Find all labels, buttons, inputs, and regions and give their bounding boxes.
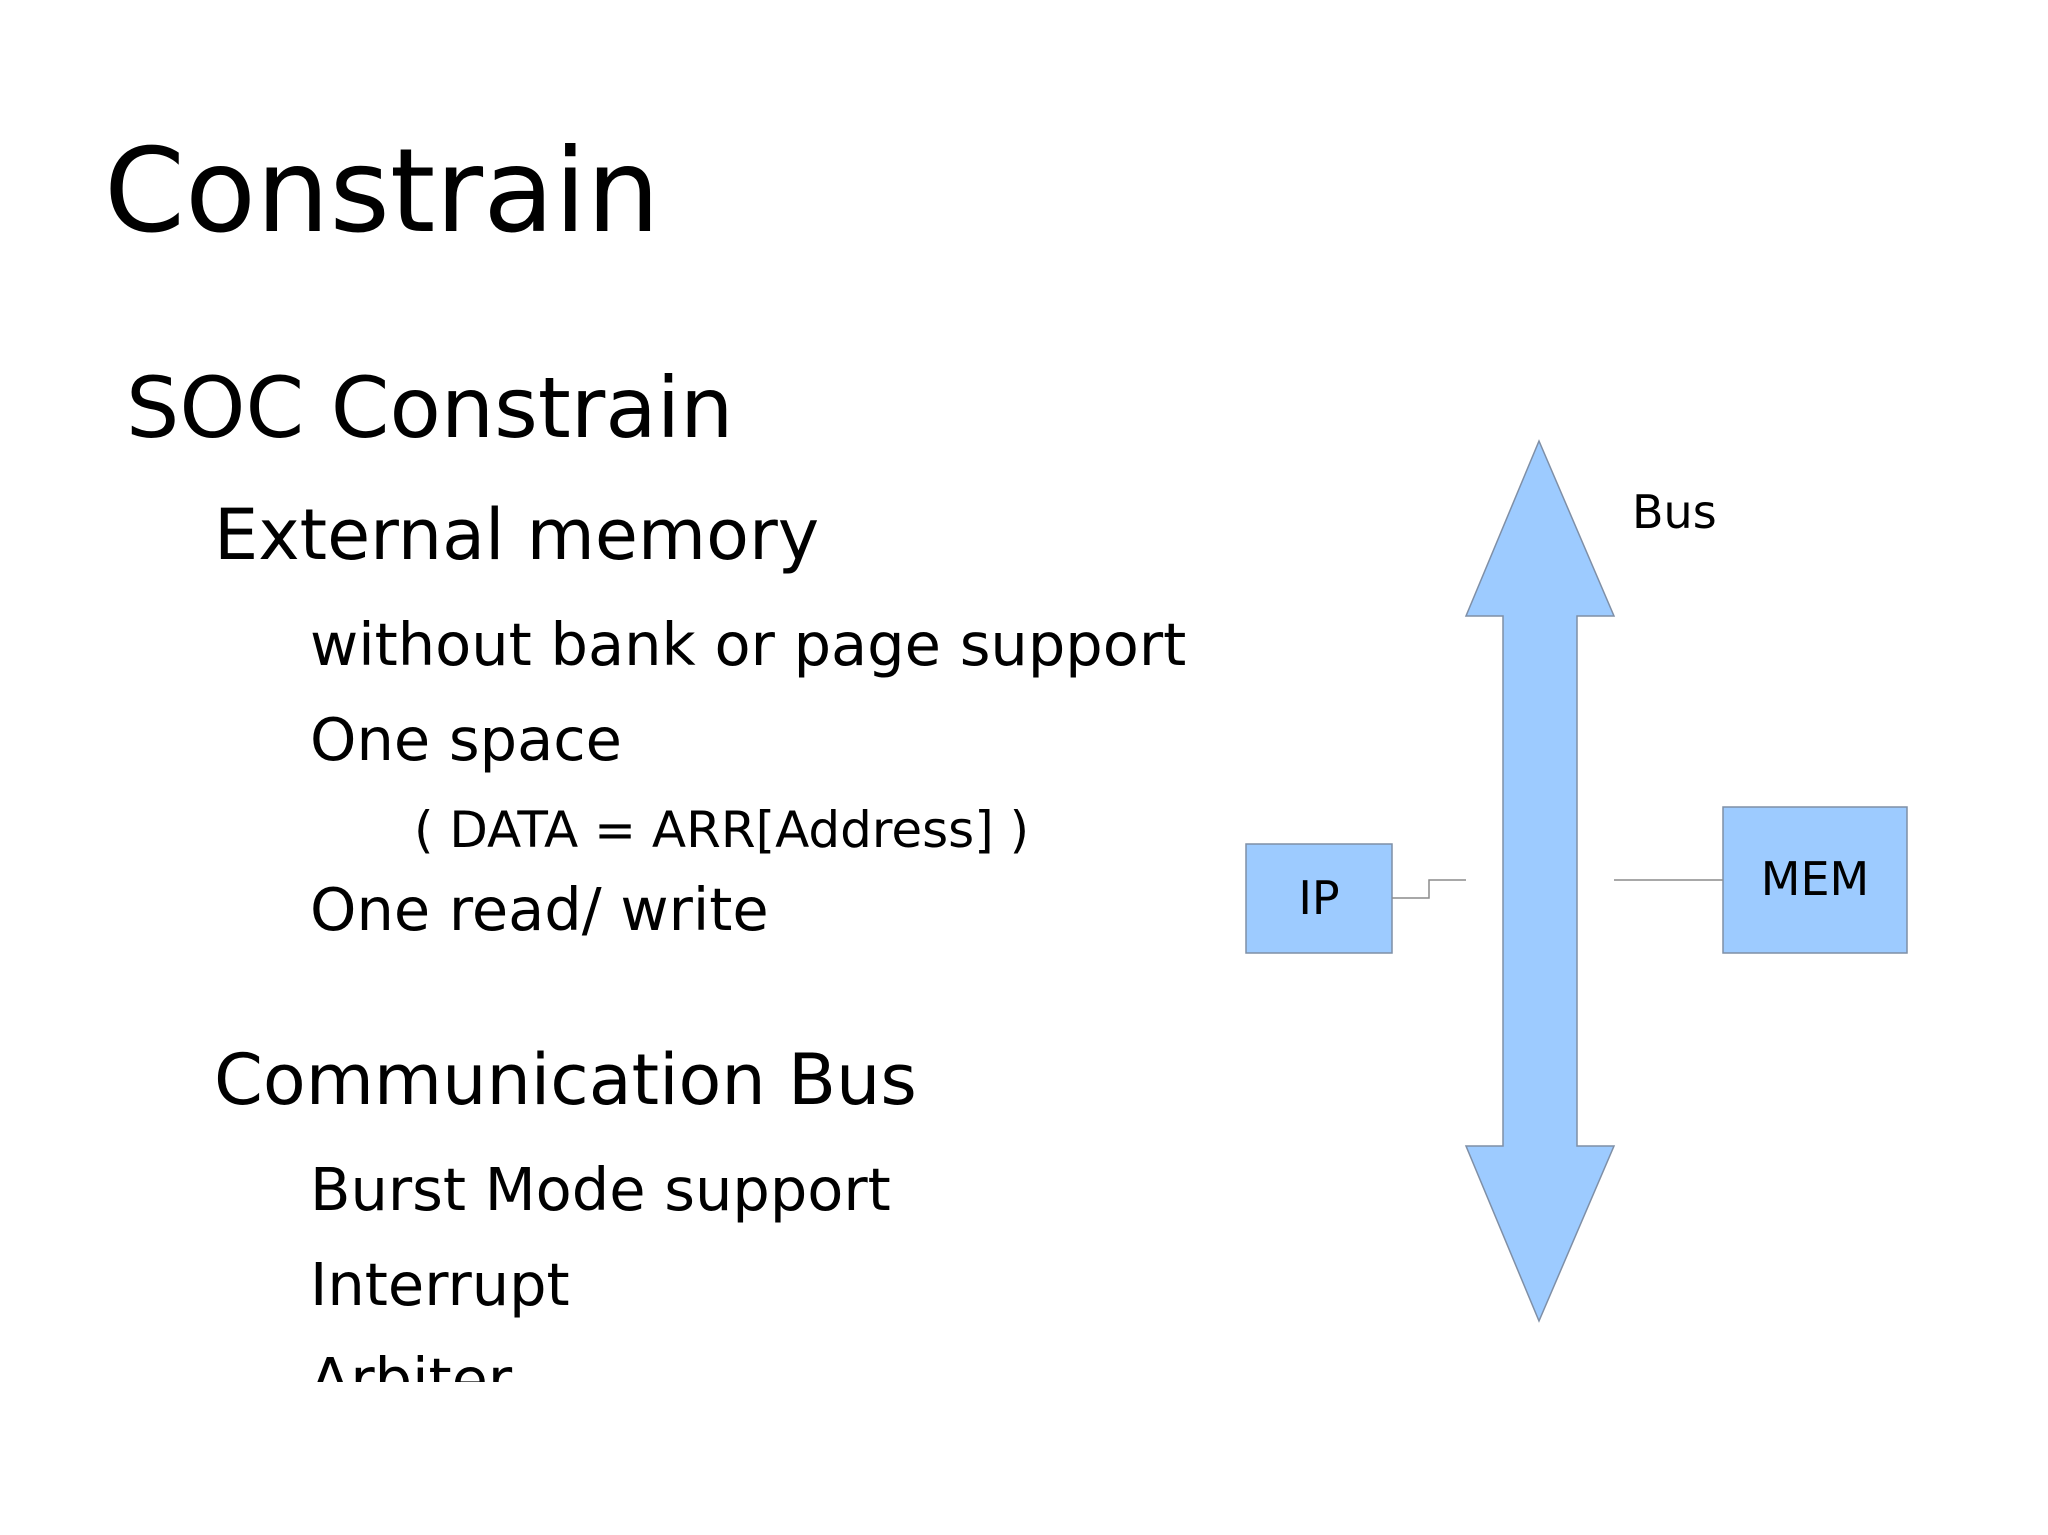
external-memory-item: One read/ write <box>310 875 769 944</box>
mem-box <box>1722 806 1908 954</box>
ip-bus-connector <box>1392 879 1466 899</box>
external-memory-item: One space <box>310 705 622 774</box>
communication-bus-heading: Communication Bus <box>214 1039 917 1121</box>
bus-double-arrow <box>1464 439 1616 1323</box>
external-memory-item: without bank or page support <box>310 610 1187 679</box>
clipped-text-region: Arbiter <box>300 1330 900 1382</box>
mem-label: MEM <box>1761 852 1869 906</box>
external-memory-heading: External memory <box>214 494 820 576</box>
ip-label: IP <box>1298 871 1339 925</box>
communication-bus-item: Arbiter <box>310 1345 513 1382</box>
section-heading: SOC Constrain <box>126 359 734 457</box>
communication-bus-item: Interrupt <box>310 1250 570 1319</box>
communication-bus-item: Burst Mode support <box>310 1155 891 1224</box>
external-memory-subitem: ( DATA = ARR[Address] ) <box>414 801 1030 859</box>
slide-title: Constrain <box>104 124 660 259</box>
bus-label: Bus <box>1632 485 1717 539</box>
